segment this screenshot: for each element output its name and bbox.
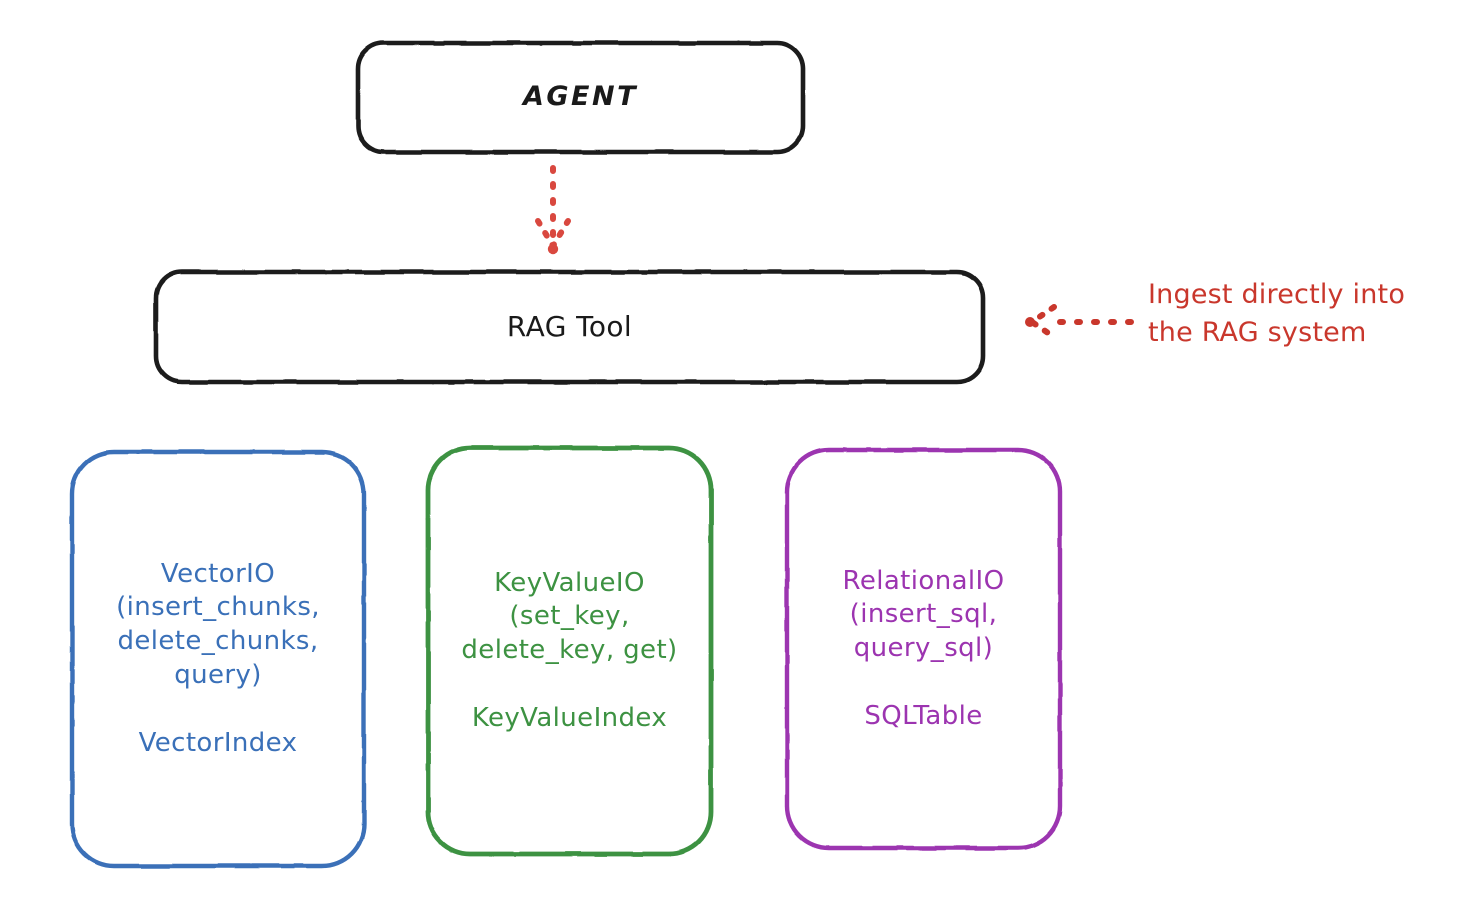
node-key-value-io[interactable]: KeyValueIO (set_key, delete_key, get) Ke… [426, 446, 713, 856]
ragtool-box-outline [153, 269, 986, 385]
agent-box-outline [355, 40, 806, 155]
annotation-ingest-text: Ingest directly into the RAG system [1148, 279, 1406, 349]
agent-to-ragtool-arrow [535, 165, 571, 255]
node-agent-label: AGENT [522, 81, 638, 113]
node-rag-tool-label: RAG Tool [506, 310, 633, 344]
relationalio-box-outline [784, 447, 1063, 851]
node-vector-io[interactable]: VectorIO (insert_chunks, delete_chunks, … [70, 450, 366, 868]
node-relational-io-label: RelationalIO (insert_sql, query_sql) SQL… [842, 565, 1005, 731]
ingest-pointer-arrow [1025, 304, 1134, 340]
node-vector-io-label: VectorIO (insert_chunks, delete_chunks, … [116, 558, 320, 758]
node-agent[interactable]: AGENT [357, 42, 804, 153]
annotation-ingest: Ingest directly into the RAG system [1148, 276, 1478, 353]
keyvalueio-box-outline [425, 445, 714, 857]
node-relational-io[interactable]: RelationalIO (insert_sql, query_sql) SQL… [785, 448, 1062, 850]
node-rag-tool[interactable]: RAG Tool [155, 271, 984, 383]
vectorio-box-outline [69, 449, 367, 869]
node-key-value-io-label: KeyValueIO (set_key, delete_key, get) Ke… [461, 567, 678, 733]
